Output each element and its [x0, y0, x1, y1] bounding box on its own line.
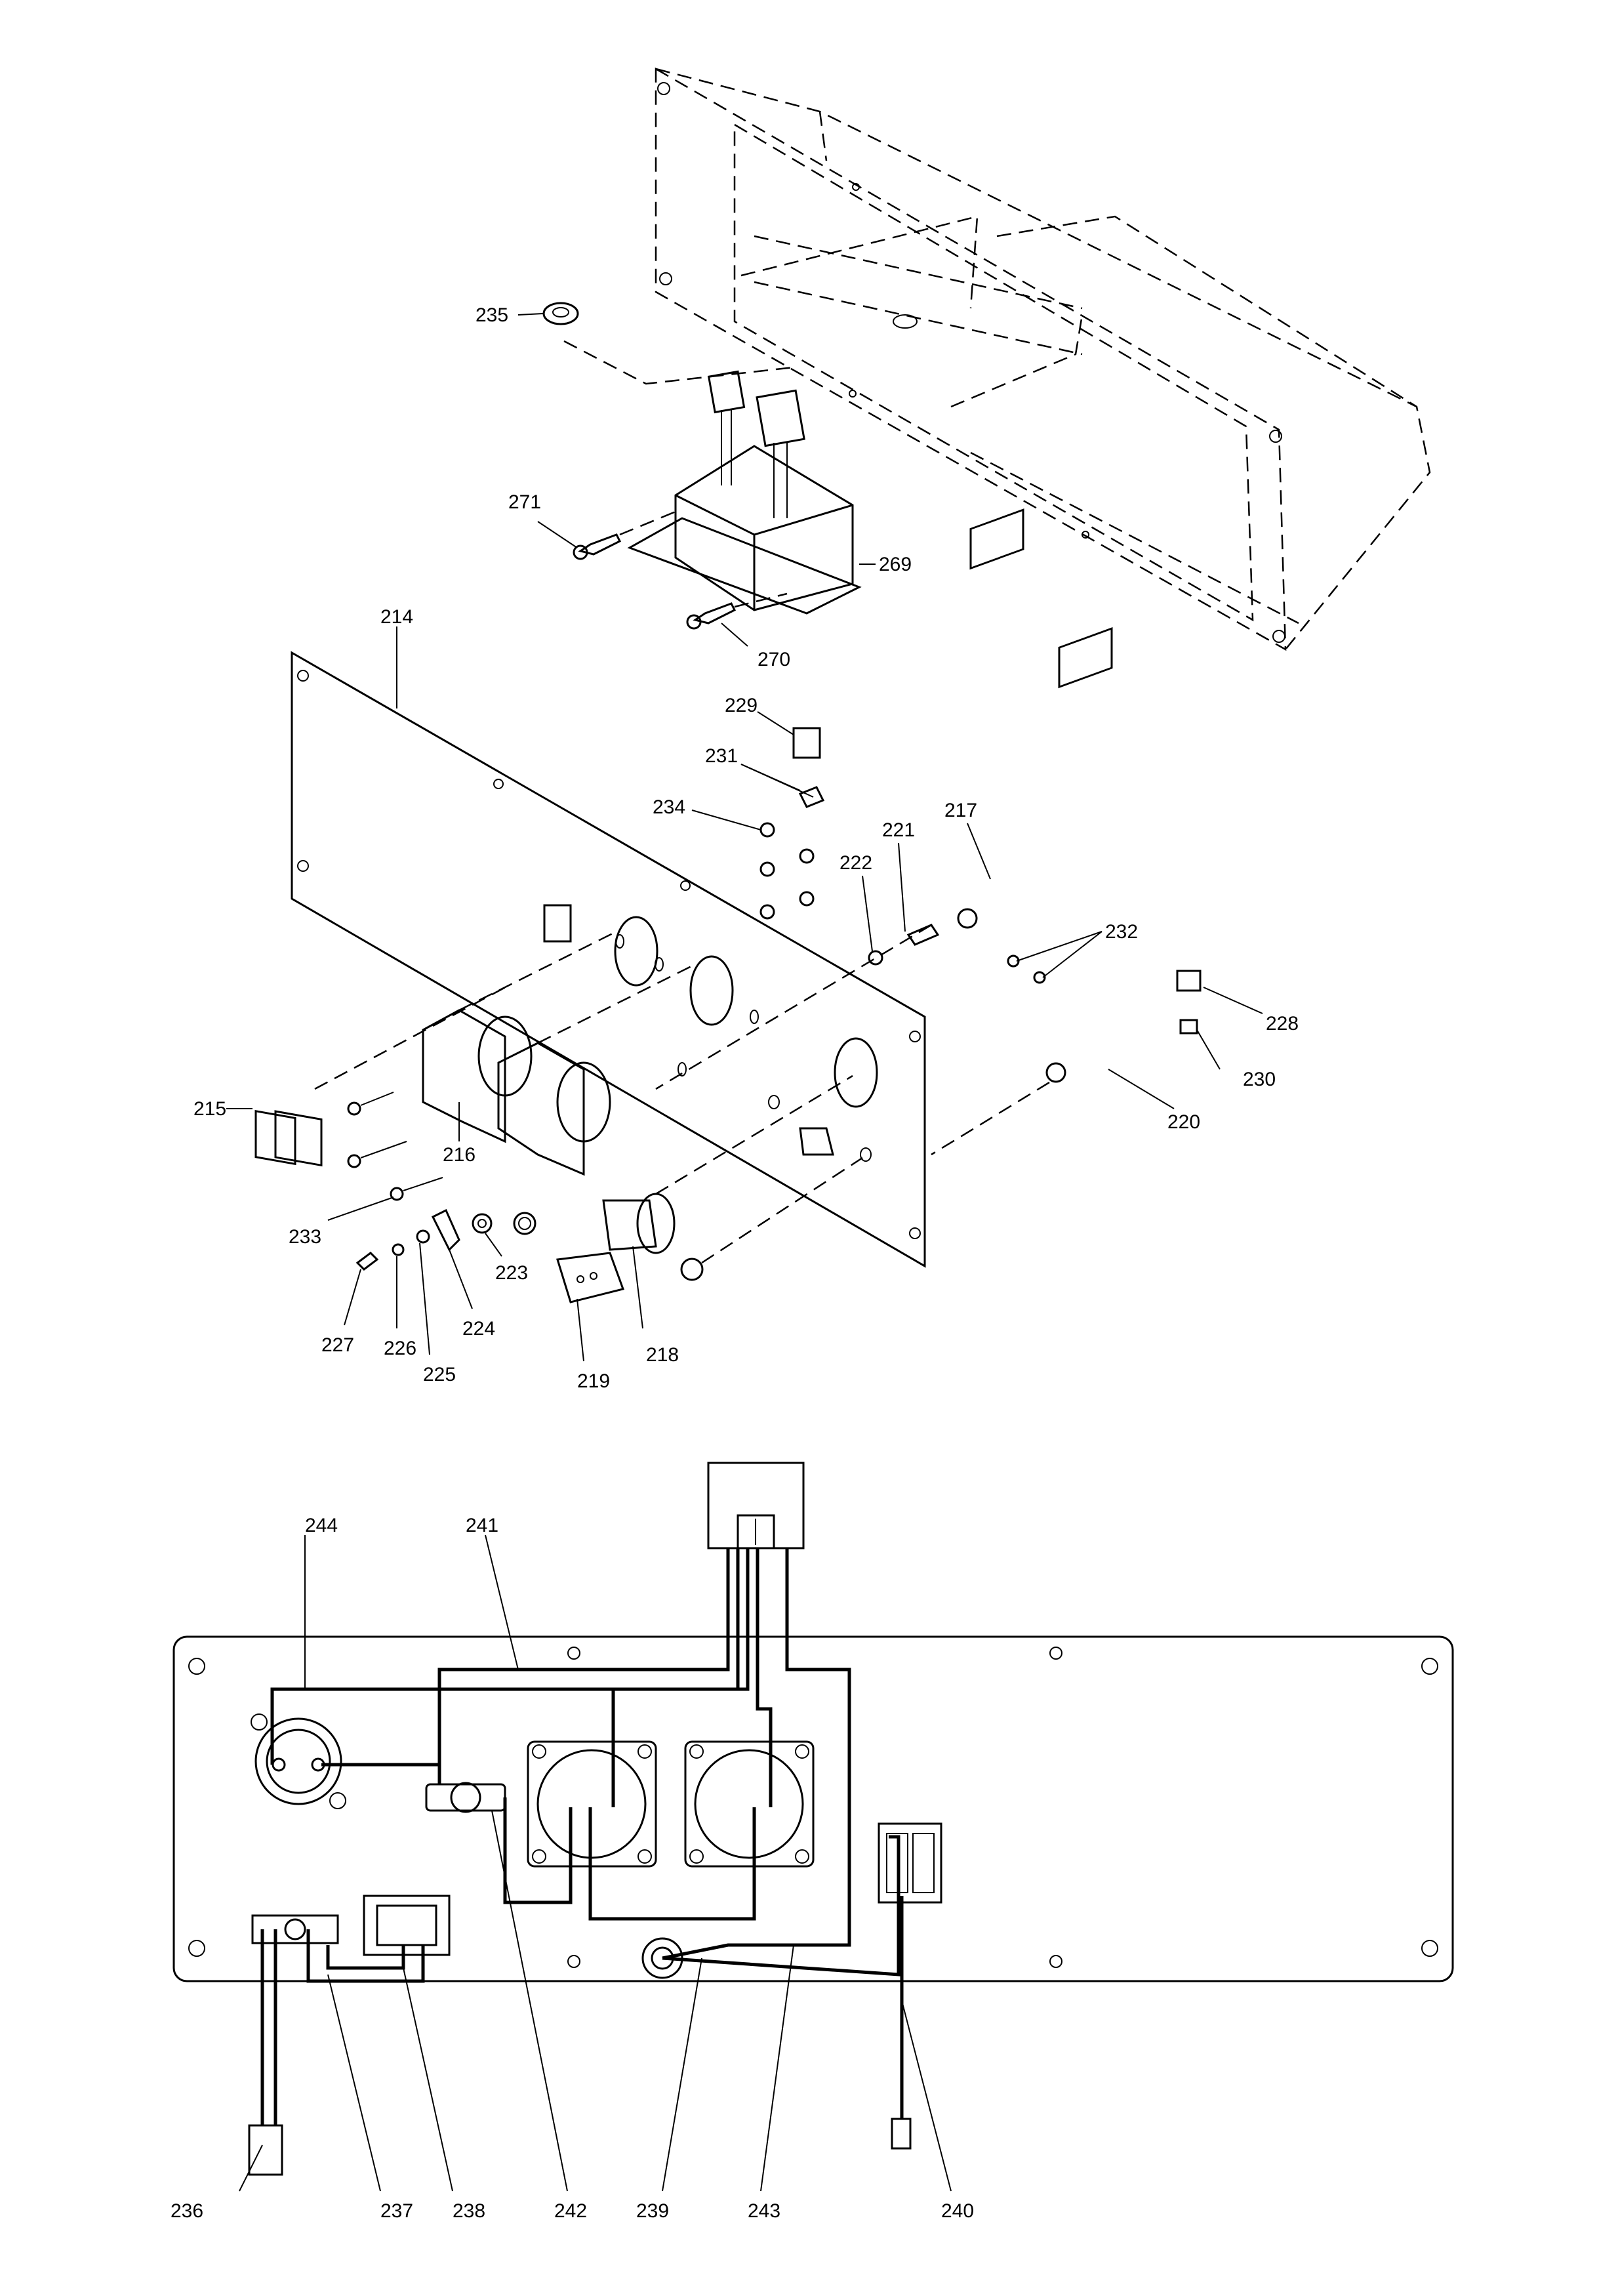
socket-216	[422, 930, 696, 1176]
callout-237: 237	[380, 2200, 413, 2222]
outlet-219	[556, 1252, 624, 1303]
callout-221: 221	[882, 819, 915, 841]
callout-224: 224	[462, 1318, 495, 1340]
callout-220: 220	[1167, 1111, 1200, 1133]
screw-270	[686, 592, 788, 630]
callout-244: 244	[305, 1515, 338, 1536]
callout-240: 240	[941, 2200, 974, 2222]
callout-labels: 235 271 269 270 214 229 231 234 217 221 …	[171, 304, 1299, 2222]
callout-226: 226	[384, 1338, 416, 1359]
callout-236: 236	[171, 2200, 203, 2222]
grommet-lower	[680, 1157, 863, 1281]
callout-232: 232	[1105, 921, 1138, 943]
screws-233	[347, 1092, 443, 1201]
callout-241: 241	[466, 1515, 498, 1536]
callout-238: 238	[453, 2200, 485, 2222]
screw-271	[573, 510, 676, 560]
callout-218: 218	[646, 1344, 679, 1366]
callout-235: 235	[475, 304, 508, 326]
callout-216: 216	[443, 1144, 475, 1166]
breaker-218	[602, 1075, 853, 1254]
callout-219: 219	[577, 1370, 610, 1392]
bracket-269	[627, 370, 862, 615]
callout-239: 239	[636, 2200, 669, 2222]
panel-housing	[655, 67, 1431, 651]
wires	[248, 1548, 912, 2176]
callout-227: 227	[321, 1334, 354, 1356]
callout-269: 269	[879, 554, 912, 575]
callout-233: 233	[289, 1226, 321, 1248]
control-panel-214	[291, 651, 926, 1268]
callout-231: 231	[705, 745, 738, 767]
callout-243: 243	[748, 2200, 780, 2222]
callout-215: 215	[193, 1098, 226, 1120]
callout-242: 242	[554, 2200, 587, 2222]
callout-223: 223	[495, 1262, 528, 1284]
callout-230: 230	[1243, 1069, 1276, 1090]
wiring-panel	[172, 1635, 1454, 1982]
callout-234: 234	[653, 796, 685, 818]
callout-222: 222	[839, 852, 872, 874]
callout-228: 228	[1266, 1013, 1299, 1035]
switch-215	[254, 983, 512, 1167]
breaker-hardware	[355, 1208, 536, 1271]
callout-214: 214	[380, 606, 413, 628]
callout-217: 217	[944, 800, 977, 821]
grommet-235	[542, 302, 794, 385]
callout-271: 271	[508, 491, 541, 513]
small-hardware	[655, 508, 1202, 1156]
callout-229: 229	[725, 695, 758, 716]
leader-lines	[226, 313, 1263, 2192]
callout-225: 225	[423, 1364, 456, 1385]
callout-270: 270	[758, 649, 790, 670]
main-connector	[707, 1462, 805, 1549]
